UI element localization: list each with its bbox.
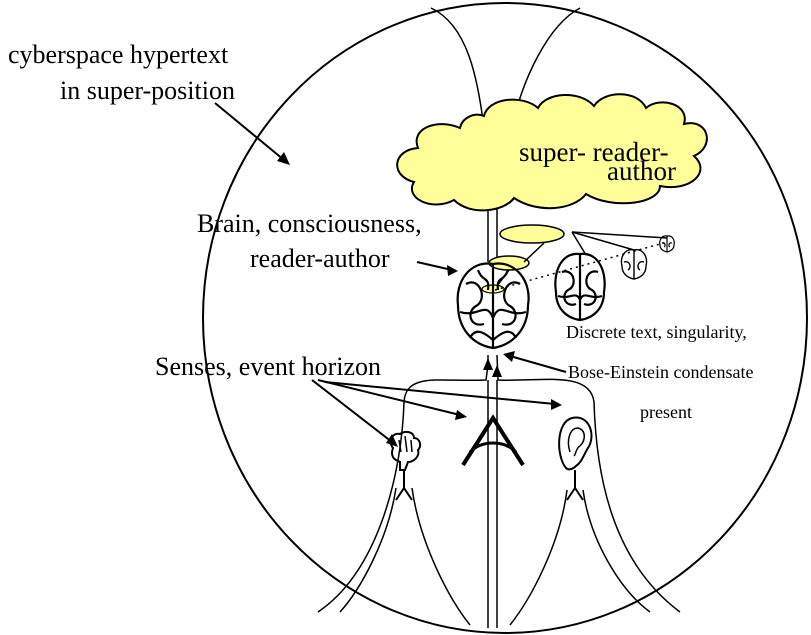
pathway-ear-right <box>582 489 651 613</box>
eye-icon <box>461 414 525 467</box>
brain-copy-icon <box>554 252 606 322</box>
discrete-label-arrow <box>509 355 567 373</box>
brain-icon <box>456 262 530 350</box>
pathway-arrowhead-left <box>483 358 493 370</box>
pathway-arrowhead-right <box>492 365 502 377</box>
cloud-icon <box>396 93 708 212</box>
link-line-1 <box>571 231 587 256</box>
discrete-label-arrowhead <box>503 351 515 362</box>
pathway-right <box>496 354 681 613</box>
pathway-ear-left <box>509 489 568 626</box>
cloud-label-line2: author <box>607 156 676 186</box>
senses-arrowhead-eye <box>455 410 467 420</box>
pathway-hand-right <box>411 487 471 626</box>
cyberspace-label-line2: in super-position <box>60 76 235 105</box>
senses-arrowhead-ear <box>551 399 562 410</box>
senses-arrowhead-hand <box>386 434 398 447</box>
brain-label-arrow <box>416 261 453 271</box>
brain-label-arrowhead <box>447 265 458 276</box>
cyberspace-circle <box>202 2 808 634</box>
link-line-5 <box>496 269 510 287</box>
ear-icon <box>558 416 593 501</box>
cyberspace-label-arrowhead <box>277 152 290 165</box>
cyberspace-label-arrow <box>214 102 285 161</box>
cloud-label-line1: super- reader- <box>519 137 669 167</box>
discrete-label-line1: Discrete text, singularity, <box>566 322 747 342</box>
brain-copy-small-icon <box>620 249 648 280</box>
link-line-3 <box>571 231 668 239</box>
senses-arrow-hand <box>311 379 393 443</box>
brain-label-line1: Brain, consciousness, <box>197 209 422 238</box>
discrete-label-line3: present <box>640 402 692 422</box>
thought-disc-large <box>499 224 565 244</box>
senses-arrow-ear <box>324 381 556 405</box>
upper-funnel-left <box>430 7 485 129</box>
discrete-label-line2: Bose-Einstein condensate <box>568 362 753 382</box>
hand-icon <box>389 430 422 501</box>
brain-label-line2: reader-author <box>250 244 390 273</box>
link-line-4 <box>523 242 545 263</box>
link-line-2 <box>571 231 635 251</box>
senses-arrow-eye <box>317 379 461 416</box>
cyberspace-label-line1: cyberspace hypertext <box>8 40 229 69</box>
pathway-hand-left <box>339 487 397 613</box>
senses-label: Senses, event horizon <box>155 352 381 381</box>
